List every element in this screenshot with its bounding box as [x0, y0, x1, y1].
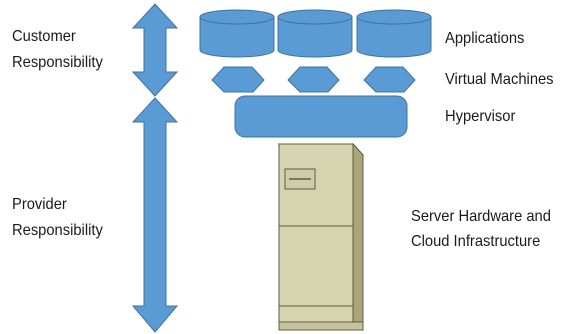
virtual-machine-2-icon [287, 66, 340, 93]
customer-label-line1: Customer [12, 28, 76, 45]
server-label-line1: Server Hardware and [411, 208, 551, 225]
application-cylinder-3-icon [356, 9, 432, 58]
customer-responsibility-arrow [131, 3, 179, 97]
hypervisor-label: Hypervisor [445, 108, 516, 125]
provider-label-line2: Responsibility [12, 222, 103, 239]
virtual-machine-1-icon [211, 66, 265, 93]
application-cylinder-2-icon [277, 9, 353, 58]
applications-label: Applications [445, 30, 525, 47]
virtual-machine-3-icon [363, 66, 416, 93]
provider-responsibility-arrow [131, 97, 179, 333]
provider-label-line1: Provider [12, 196, 67, 213]
application-cylinder-1-icon [199, 9, 275, 58]
hypervisor-box-icon [234, 95, 408, 138]
customer-label-line2: Responsibility [12, 54, 103, 71]
virtual-machines-label: Virtual Machines [445, 71, 554, 88]
server-label-line2: Cloud Infrastructure [411, 233, 541, 250]
server-tower-icon [277, 142, 365, 332]
